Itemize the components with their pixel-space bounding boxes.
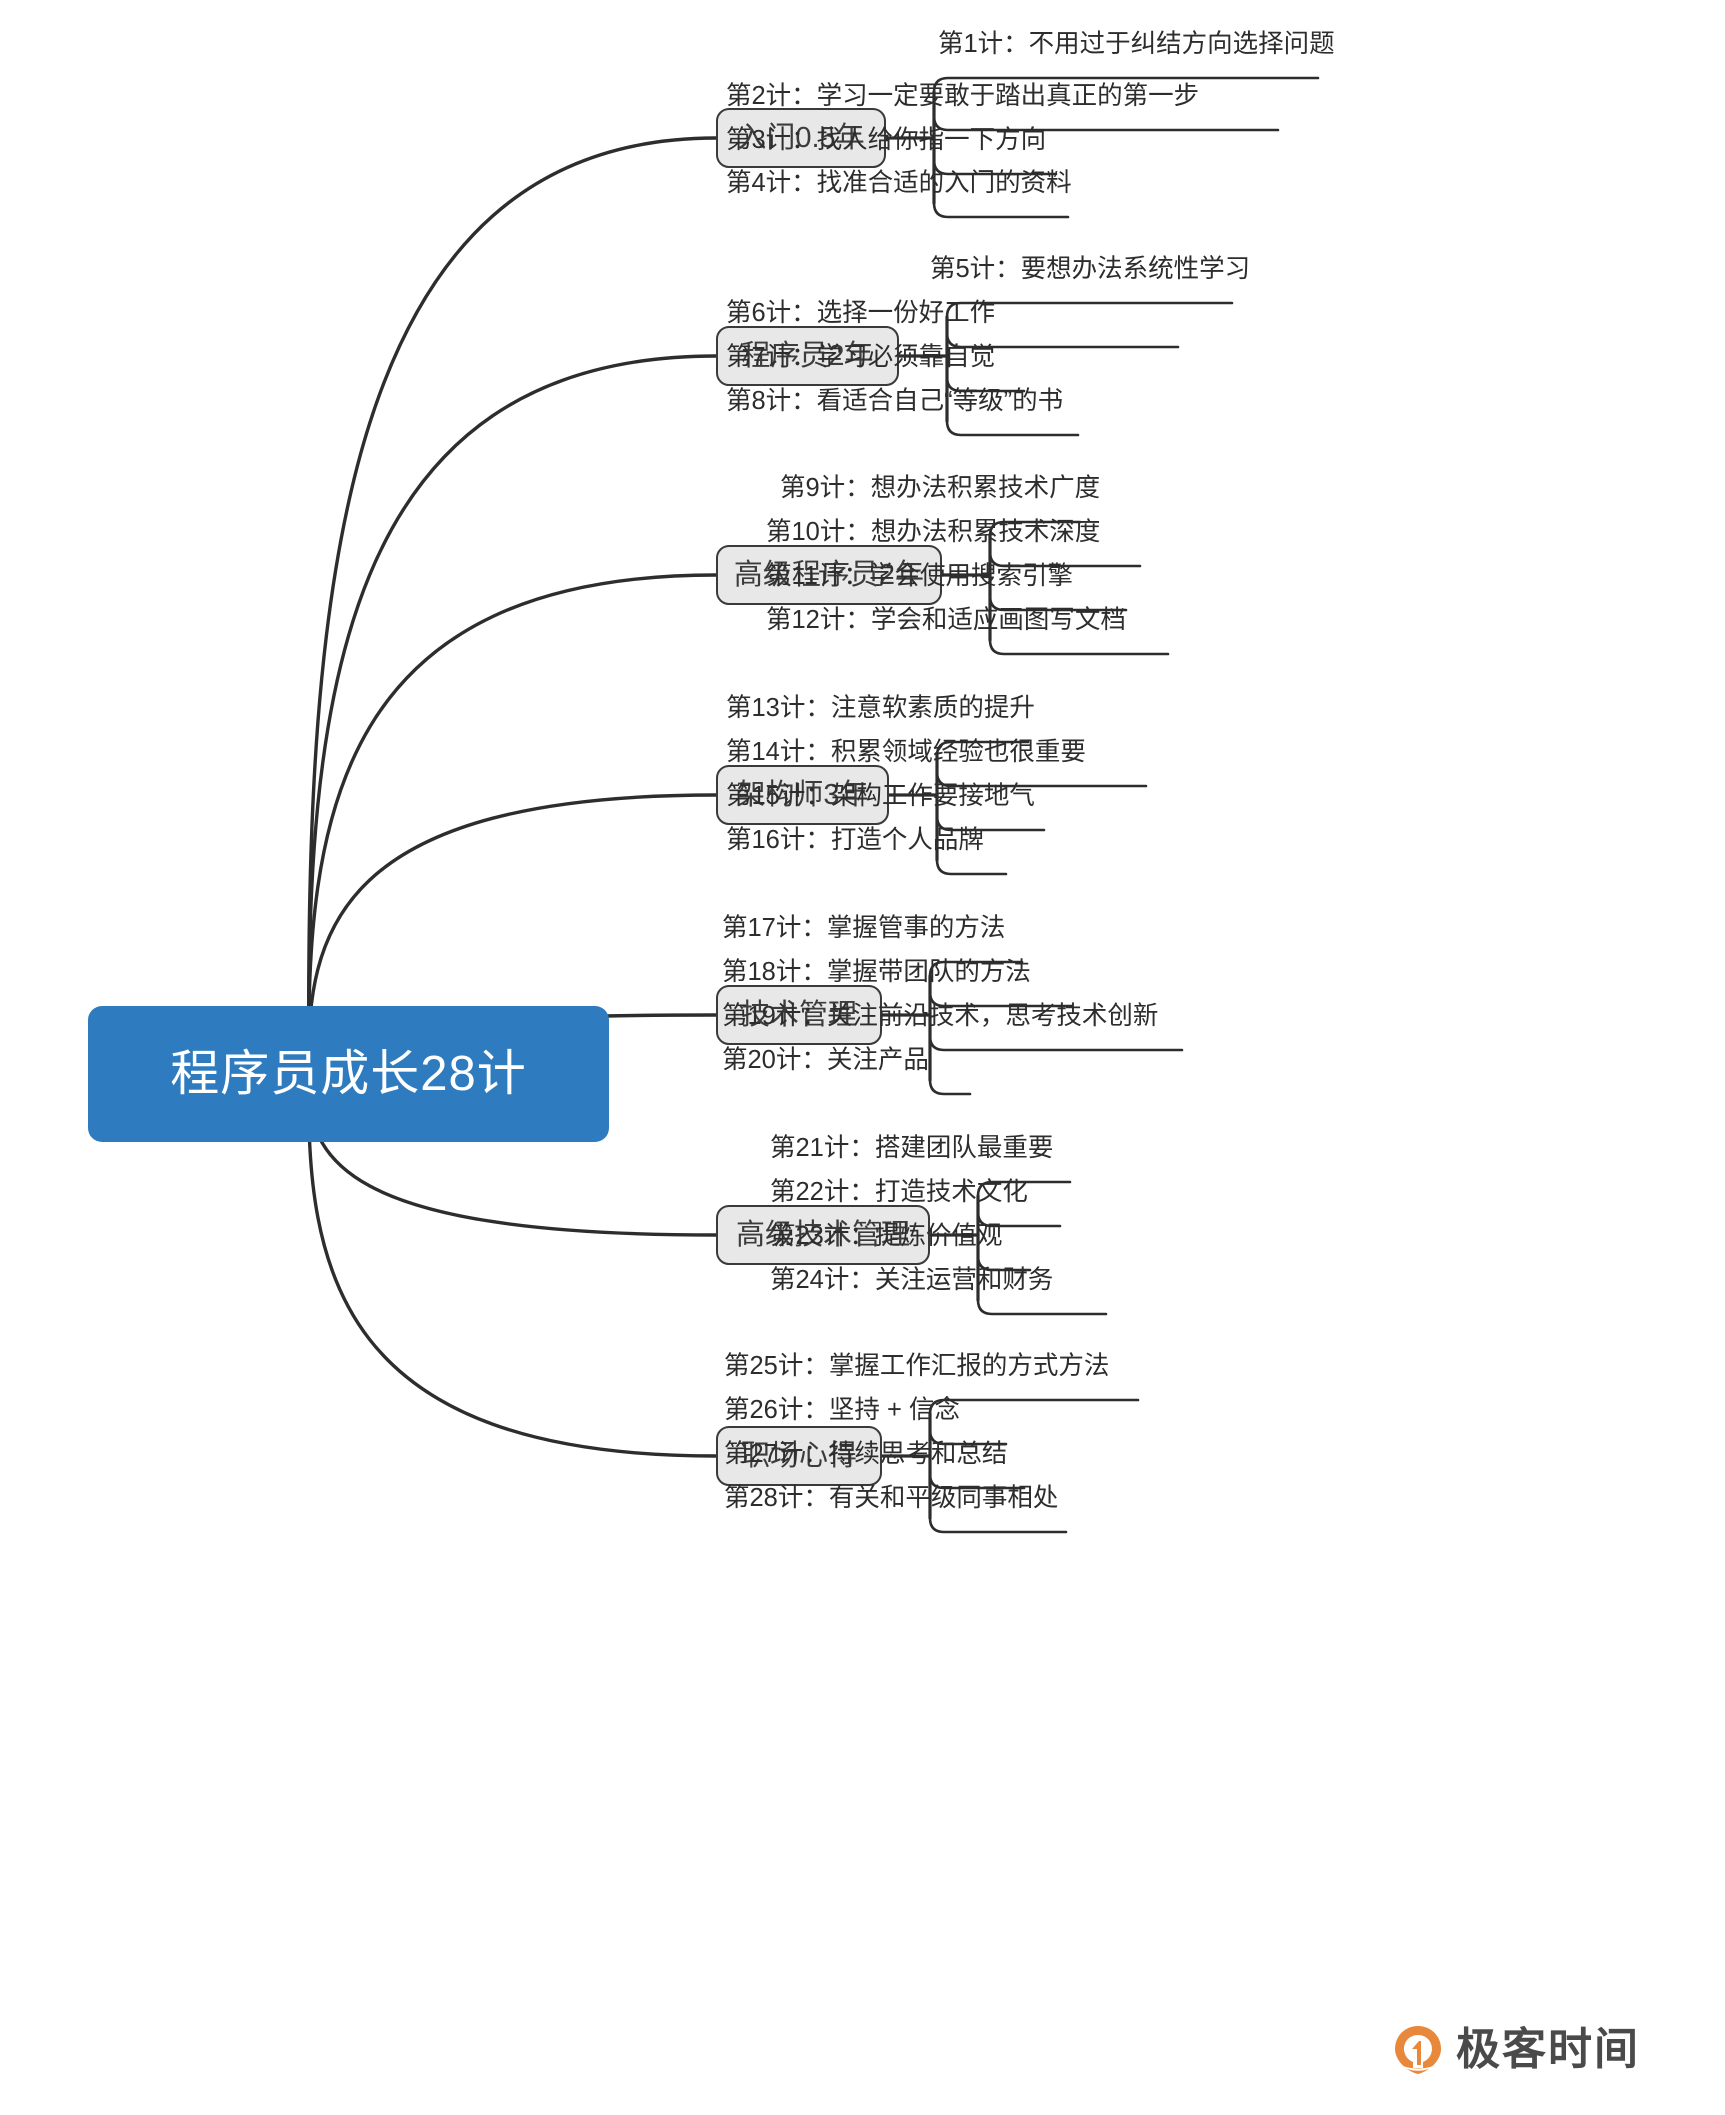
leaf-item[interactable]: 第6计：选择一份好工作 (726, 299, 996, 327)
branch-node-5[interactable]: 技术管理 (716, 985, 882, 1045)
leaf-item[interactable]: 第23计：提炼价值观 (770, 1222, 1003, 1250)
leaf-item[interactable]: 第27计：持续思考和总结 (724, 1440, 1008, 1468)
leaf-item[interactable]: 第12计：学会和适应画图写文档 (766, 606, 1126, 634)
leaf-item[interactable]: 第13计：注意软素质的提升 (726, 694, 1035, 722)
leaf-underline (935, 858, 1008, 876)
branch-node-label: 技术管理 (740, 998, 857, 1031)
leaf-item[interactable]: 第19计：关注前沿技术，思考技术创新 (722, 1002, 1159, 1030)
leaf-item[interactable]: 第26计：坚持 + 信念 (724, 1396, 960, 1424)
leaf-item[interactable]: 第25计：掌握工作汇报的方式方法 (724, 1352, 1110, 1380)
leaf-item[interactable]: 第10计：想办法积累技术深度 (766, 518, 1101, 546)
leaf-underline (928, 1516, 1068, 1534)
branch-node-4[interactable]: 架构师3年 (716, 765, 889, 825)
leaf-item[interactable]: 第16计：打造个人品牌 (726, 826, 984, 854)
branch-node-7[interactable]: 职场心得 (716, 1426, 882, 1486)
leaf-underline (928, 1398, 1140, 1416)
branch-node-1[interactable]: 入门0.5年 (716, 108, 886, 168)
leaf-item[interactable]: 第22计：打造技术文化 (770, 1178, 1028, 1206)
leaf-underline (928, 1078, 972, 1096)
brand-name: 极客时间 (1456, 2025, 1640, 2074)
root-node[interactable]: 程序员成长28计 (88, 1006, 609, 1142)
branch-node-2[interactable]: 程序员2年 (716, 326, 899, 386)
leaf-item[interactable]: 第2计：学习一定要敢于踏出真正的第一步 (726, 82, 1200, 110)
geektime-logo-icon (1392, 2024, 1444, 2076)
branch-node-label: 高级技术管理 (735, 1218, 910, 1251)
leaf-item[interactable]: 第8计：看适合自己“等级”的书 (726, 387, 1064, 415)
leaf-underline (945, 419, 1080, 437)
branch-node-label: 程序员2年 (741, 339, 874, 372)
branch-node-label: 高级程序员2年 (733, 558, 925, 591)
leaf-item[interactable]: 第3计：找人给你指一下方向 (726, 126, 1047, 154)
leaf-underline (976, 1298, 1108, 1316)
leaf-item[interactable]: 第20计：关注产品 (722, 1046, 929, 1074)
branch-node-3[interactable]: 高级程序员2年 (716, 545, 942, 605)
leaf-item[interactable]: 第11计：学会使用搜索引擎 (766, 562, 1073, 590)
branch-node-label: 入门0.5年 (737, 121, 865, 154)
branch-node-label: 架构师3年 (736, 778, 869, 811)
leaf-item[interactable]: 第15计：架构工作要接地气 (726, 782, 1035, 810)
leaf-underline (988, 638, 1170, 656)
root-branch-connector (307, 136, 718, 1076)
leaf-item[interactable]: 第28计：有关和平级同事相处 (724, 1484, 1059, 1512)
leaf-item[interactable]: 第17计：掌握管事的方法 (722, 914, 1006, 942)
leaf-item[interactable]: 第9计：想办法积累技术广度 (780, 474, 1101, 502)
leaf-item[interactable]: 第1计：不用过于纠结方向选择问题 (938, 30, 1335, 58)
root-branch-connector (307, 354, 718, 1076)
leaf-underline (932, 201, 1070, 219)
leaf-item[interactable]: 第14计：积累领域经验也很重要 (726, 738, 1086, 766)
brand-watermark: 极客时间 (1392, 2024, 1640, 2076)
leaf-underline (928, 1034, 1184, 1052)
leaf-item[interactable]: 第5计：要想办法系统性学习 (930, 255, 1251, 283)
leaf-item[interactable]: 第7计：学习必须靠自觉 (726, 343, 996, 371)
branch-node-6[interactable]: 高级技术管理 (716, 1205, 930, 1265)
branch-node-label: 职场心得 (740, 1439, 857, 1472)
root-branch-connector (307, 573, 718, 1076)
leaf-item[interactable]: 第21计：搭建团队最重要 (770, 1134, 1054, 1162)
leaf-item[interactable]: 第18计：掌握带团队的方法 (722, 958, 1031, 986)
leaf-item[interactable]: 第24计：关注运营和财务 (770, 1266, 1054, 1294)
leaf-item[interactable]: 第4计：找准合适的入门的资料 (726, 169, 1072, 197)
